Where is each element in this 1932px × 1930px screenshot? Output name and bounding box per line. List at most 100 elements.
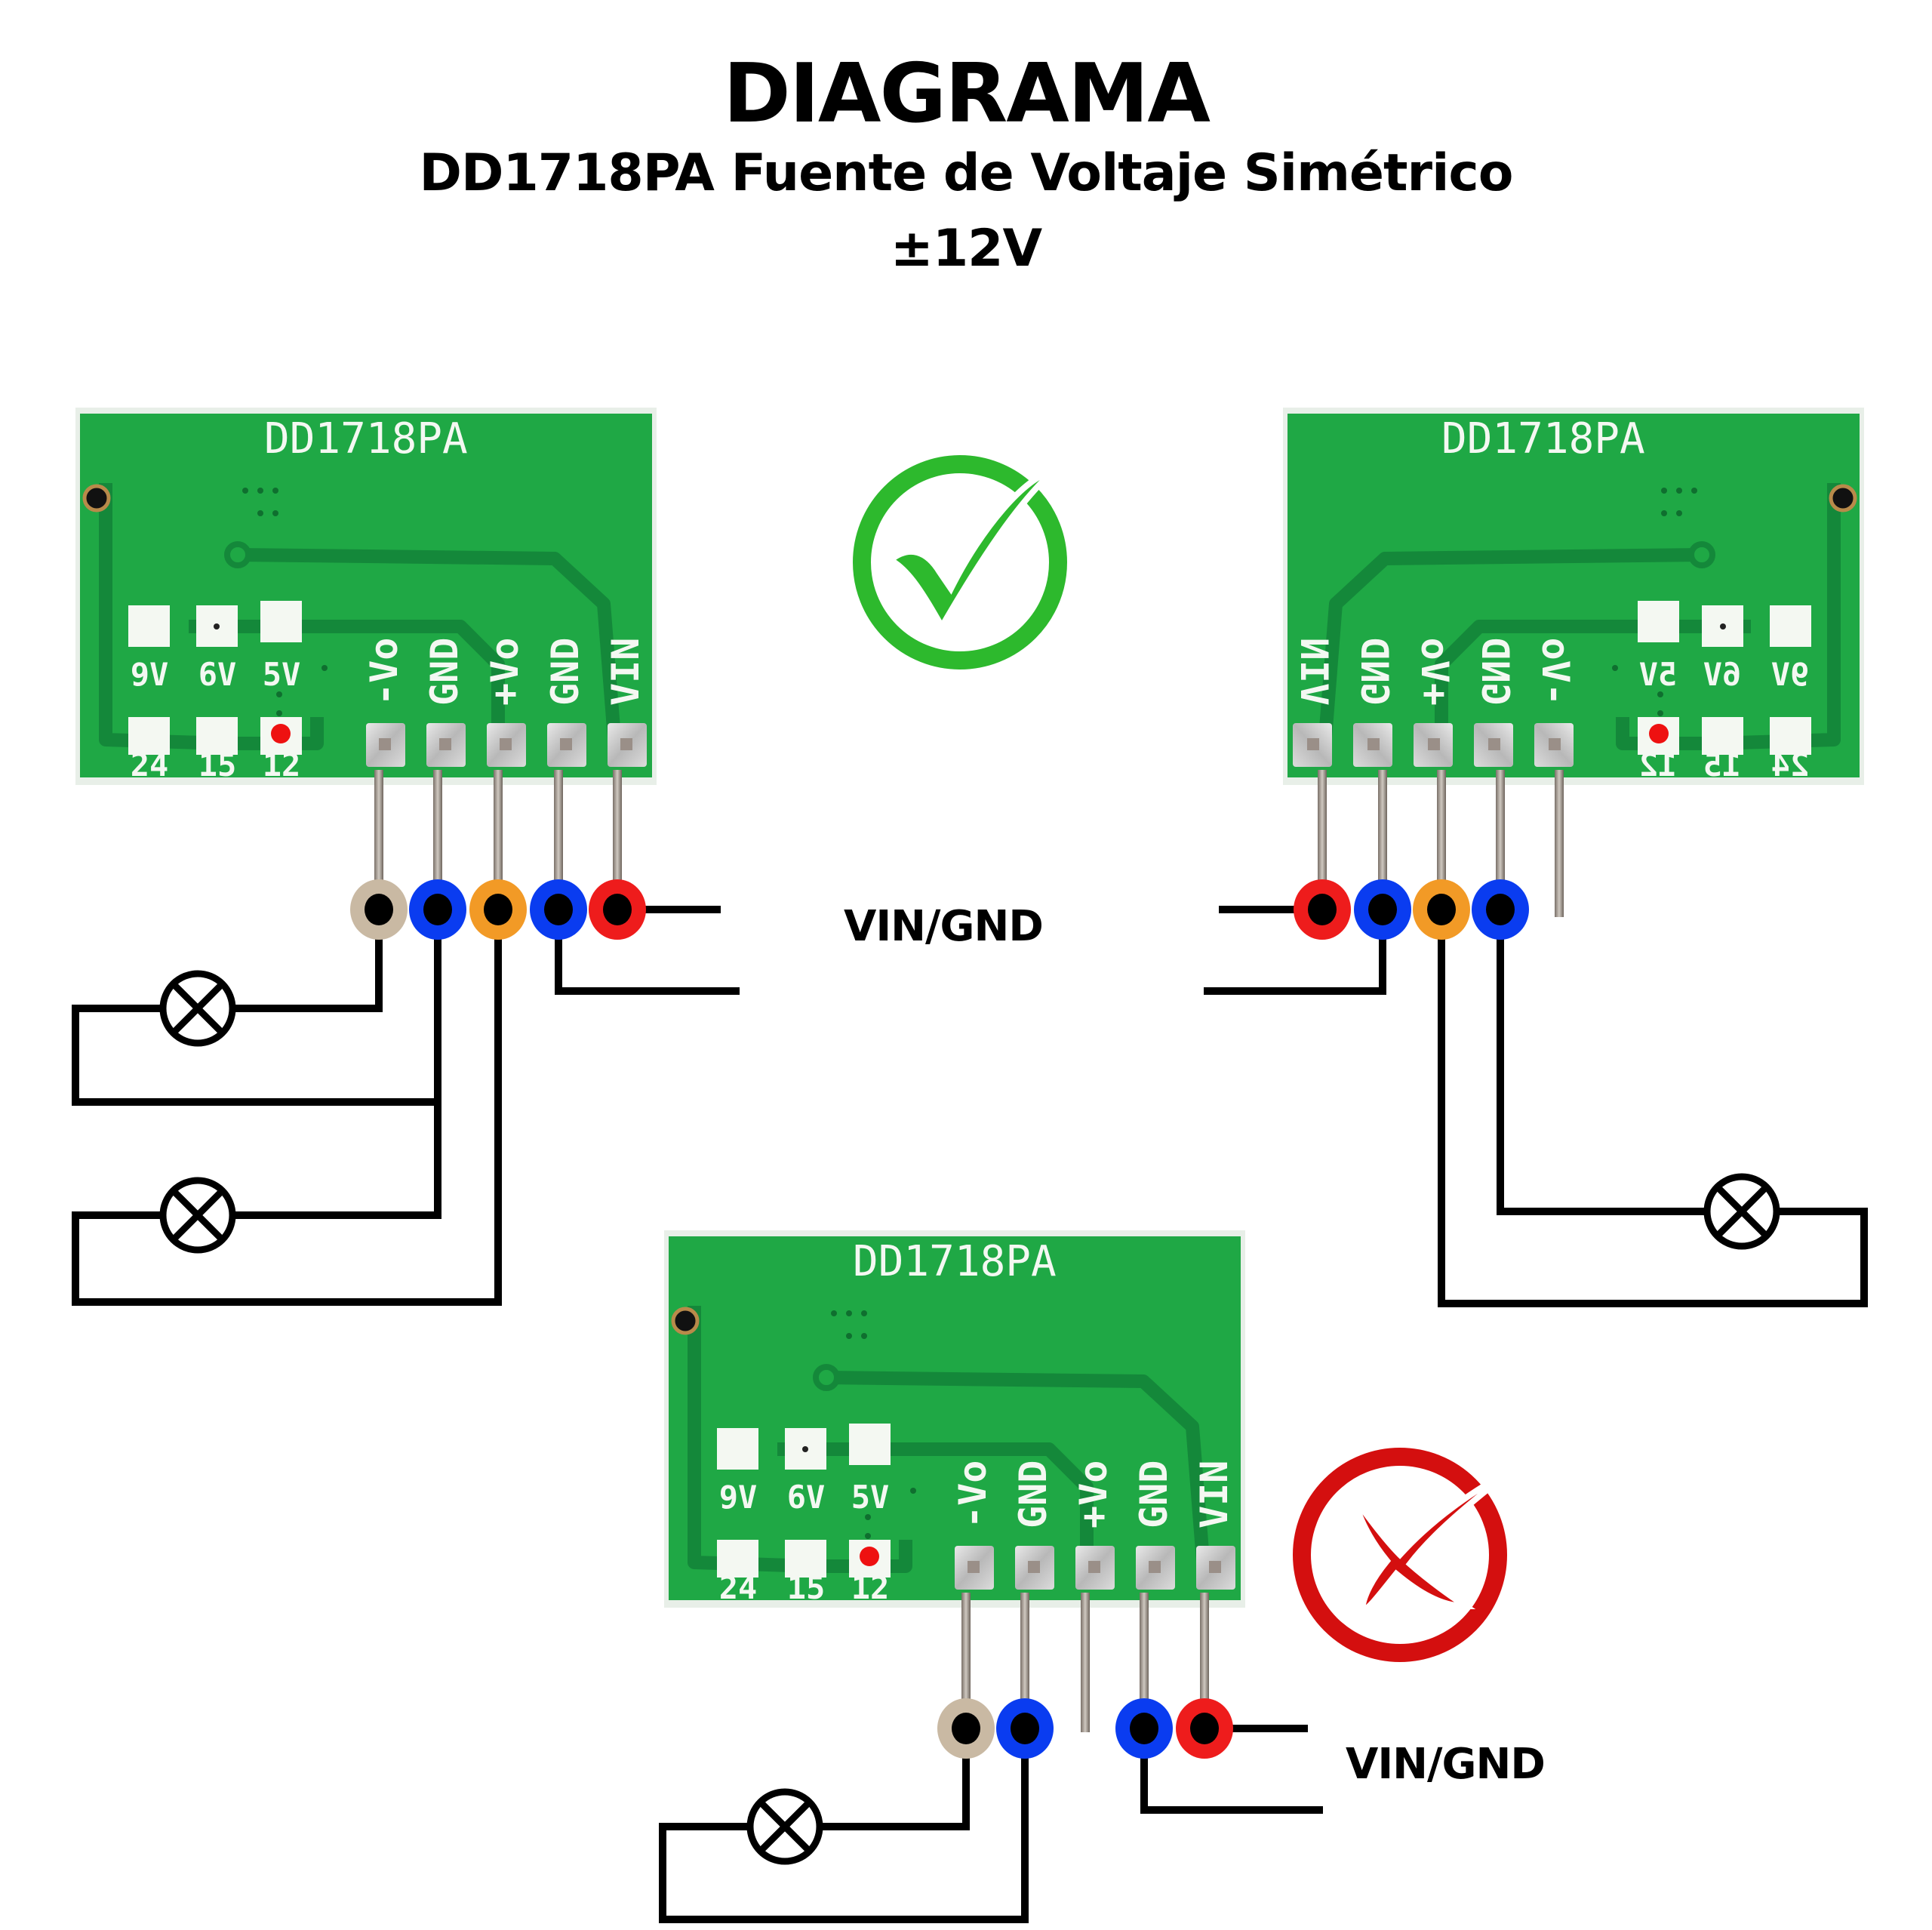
pad-dot xyxy=(802,1446,808,1452)
jumper-label: 5V xyxy=(851,1479,890,1516)
terminal-center xyxy=(1428,738,1440,750)
pad-dot xyxy=(214,623,220,629)
jumper-pad xyxy=(128,605,170,647)
pcb-via xyxy=(1688,541,1715,568)
pin-connector-core xyxy=(1427,894,1456,925)
x-circle-icon xyxy=(1293,1448,1512,1662)
supply-label-bottom: VIN/GND xyxy=(1346,1740,1546,1789)
pcb-via xyxy=(272,488,278,494)
lamp-icon xyxy=(159,1177,236,1254)
pin-leg xyxy=(1140,1593,1149,1721)
selected-jumper-dot xyxy=(1649,724,1669,743)
pin-leg xyxy=(1318,770,1327,906)
pcb-trace xyxy=(189,620,505,732)
pin-label: GND xyxy=(1011,1461,1055,1528)
jumper-label: 6V xyxy=(787,1479,826,1516)
jumper-label: 24 xyxy=(719,1569,758,1606)
mounting-hole xyxy=(1829,484,1857,513)
jumper-label: 9V xyxy=(1771,656,1810,693)
pcb-via xyxy=(865,1514,871,1520)
wire xyxy=(1497,906,1711,1215)
pin-label: GND xyxy=(1473,638,1517,706)
terminal-center xyxy=(1367,738,1380,750)
pin-label: -Vo xyxy=(362,638,406,706)
pin-leg xyxy=(1200,1593,1209,1721)
pin-label: GND xyxy=(1132,1461,1176,1528)
pcb-via xyxy=(1676,510,1682,516)
pcb-via xyxy=(276,710,282,716)
pcb-via xyxy=(321,665,328,671)
pin-label: GND xyxy=(423,638,466,706)
pin-label: -Vo xyxy=(1534,638,1577,706)
pin-leg xyxy=(1020,1593,1029,1721)
terminal-center xyxy=(1307,738,1319,750)
pin-leg xyxy=(433,770,442,906)
pcb-trace xyxy=(777,1442,1094,1555)
pin-label: VIN xyxy=(1292,638,1336,706)
terminal-center xyxy=(500,738,512,750)
pin-leg xyxy=(554,770,563,906)
pin-label: VIN xyxy=(604,638,648,706)
jumper-label: 12 xyxy=(263,746,301,783)
pin-connectors xyxy=(350,770,1564,1759)
pin-label: GND xyxy=(543,638,587,706)
selected-jumper-dot xyxy=(860,1547,879,1566)
pin-label: +Vo xyxy=(1072,1461,1115,1528)
lamp-icon xyxy=(746,1788,823,1865)
pcb-trace xyxy=(1318,548,1703,748)
supply-label-top: VIN/GND xyxy=(844,902,1044,951)
pcb-trace xyxy=(237,548,622,748)
pcb-via xyxy=(276,691,282,697)
jumper-label: 15 xyxy=(1703,746,1742,783)
terminal-center xyxy=(620,738,632,750)
check-circle-icon xyxy=(853,455,1067,669)
jumper-pad xyxy=(1702,717,1743,755)
pcb-via xyxy=(865,1533,871,1539)
diagram-subtitle: DD1718PA Fuente de Voltaje Simétrico xyxy=(419,143,1514,203)
pcb-trace xyxy=(1435,620,1751,732)
pin-label: GND xyxy=(1352,638,1396,706)
pcb-via xyxy=(1676,488,1682,494)
pin-label: +Vo xyxy=(1413,638,1457,706)
pin-connector-core xyxy=(423,894,452,925)
lamp-icon xyxy=(1703,1173,1780,1250)
pcb-via xyxy=(1661,510,1667,516)
pcb-via xyxy=(861,1333,867,1339)
board-model-label: DD1718PA xyxy=(264,414,468,463)
pcb-body xyxy=(80,414,652,777)
jumper-label: 12 xyxy=(851,1569,890,1606)
pcb-body xyxy=(669,1236,1241,1600)
jumper-label: 24 xyxy=(1771,746,1810,783)
terminal-center xyxy=(1028,1561,1040,1573)
wire xyxy=(659,1725,1029,1923)
pcb-via xyxy=(1657,691,1663,697)
loads xyxy=(159,970,1780,1865)
wire xyxy=(226,906,383,1012)
terminal-center xyxy=(379,738,391,750)
pin-connector-core xyxy=(603,894,632,925)
jumper-pad xyxy=(128,717,170,755)
terminal-center xyxy=(1209,1561,1221,1573)
pcb-via xyxy=(257,488,263,494)
wire xyxy=(72,906,502,1306)
pin-connector-core xyxy=(1308,894,1337,925)
pcb-via xyxy=(272,510,278,516)
jumper-pad xyxy=(849,1424,891,1465)
pin-connector-core xyxy=(484,894,512,925)
selected-jumper-dot xyxy=(271,724,291,743)
jumper-label: 24 xyxy=(131,746,169,783)
lamp-icon xyxy=(159,970,236,1047)
pcb-via xyxy=(257,510,263,516)
terminal-center xyxy=(560,738,572,750)
pin-connector-core xyxy=(1486,894,1515,925)
jumper-pad xyxy=(1770,717,1811,755)
pin-connector-core xyxy=(1368,894,1397,925)
jumper-pad xyxy=(1770,605,1811,647)
jumper-pad xyxy=(717,1540,758,1578)
jumper-pad xyxy=(196,717,238,755)
lamp-cross xyxy=(171,1188,225,1242)
pcb-via xyxy=(846,1333,852,1339)
